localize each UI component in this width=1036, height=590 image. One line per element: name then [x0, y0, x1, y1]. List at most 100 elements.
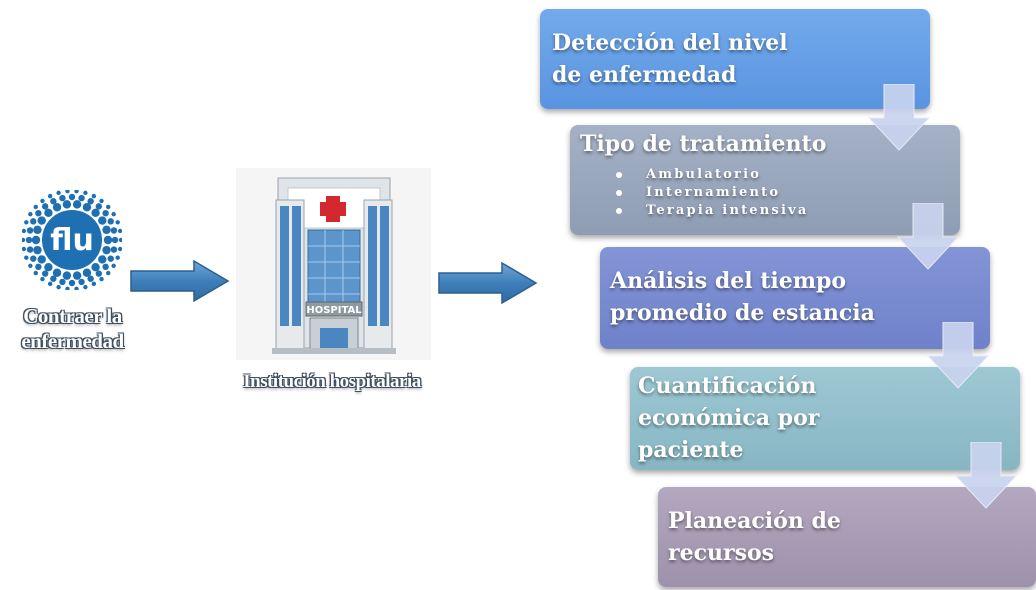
flu-logo-dot [102, 225, 111, 235]
flu-logo-dot [33, 245, 42, 255]
flu-dots [20, 189, 124, 291]
flu-logo-dot [41, 270, 49, 277]
flu-logo-dot [78, 194, 85, 202]
flu-logo-dot [74, 189, 79, 194]
flu-logo-dot [52, 203, 62, 212]
right-arrow-icon [438, 261, 538, 305]
flu-caption: Contraer la enfermedad [5, 304, 140, 354]
list-item: Internamiento [616, 184, 960, 202]
treatment-type-list: Ambulatorio Internamiento Terapia intens… [616, 166, 960, 220]
flu-logo-dot [91, 193, 97, 199]
bullet-text: Ambulatorio [646, 167, 762, 182]
flu-logo-dot [91, 263, 100, 272]
flu-logo-dot [37, 216, 46, 225]
flu-logo-dot [41, 203, 49, 210]
flu-logo-dot [83, 190, 88, 196]
flu-logo-dot [59, 194, 66, 202]
flu-logo-dot [44, 208, 53, 217]
flu-logo-dot [52, 268, 62, 277]
flu-logo-dot [91, 208, 100, 217]
flu-logo-dot [56, 190, 61, 196]
step-1-line-2: de enfermedad [552, 62, 737, 88]
flu-logo-dot [95, 270, 103, 277]
flu-logo-dot [106, 270, 111, 276]
hospital-sign-text: HOSPITAL [306, 305, 362, 316]
flu-logo-dot [56, 284, 61, 290]
flu-logo-dot [26, 227, 34, 234]
flu-logo-dot [35, 263, 42, 271]
flu-logo-dot [117, 246, 123, 252]
step-4-line-1: Cuantificación [638, 373, 817, 399]
flu-logo-dot [50, 275, 57, 282]
hospital-caption: Institución hospitalaria [243, 371, 421, 392]
flu-logo-dot [111, 263, 116, 268]
flu-logo-dot [35, 209, 42, 217]
flu-logo-dot [115, 220, 120, 225]
flu-logo-dot [98, 216, 107, 225]
flu-logo-dot [68, 193, 76, 201]
step-5-line-1: Planeación de [668, 508, 841, 534]
flu-logo-dot [47, 281, 53, 287]
flu-logo-dot [106, 204, 111, 210]
bullet-text: Internamiento [646, 185, 781, 200]
flu-logo-dot [33, 270, 38, 276]
step-disease-level-detection: Detección del nivel de enfermedad [540, 9, 930, 109]
flu-logo-dot [98, 255, 107, 264]
flu-logo-dot [78, 278, 85, 286]
step-5-line-2: recursos [668, 540, 775, 566]
flu-logo-dot [28, 263, 33, 268]
flu-logo-dot [28, 212, 33, 217]
flu-logo-dot [26, 246, 34, 253]
flu-logo-dot [91, 281, 97, 287]
flu-logo-dot [72, 200, 82, 209]
flu-logo-dot [33, 225, 42, 235]
bullet-icon [616, 190, 622, 196]
flu-logo: flu [20, 189, 124, 291]
flu-logo-text: flu [50, 223, 94, 258]
flu-logo-dot [65, 189, 70, 194]
flu-logo-dot [40, 198, 45, 204]
flu-logo-disc [42, 210, 102, 270]
flu-logo-dot [82, 268, 92, 277]
flu-logo-dot [30, 255, 37, 262]
flu-logo-dot [111, 236, 119, 244]
flu-logo-dot [50, 198, 57, 205]
flu-logo-dot [95, 203, 103, 210]
down-arrow-icon [954, 442, 1018, 509]
flu-caption-line-2: enfermedad [21, 329, 124, 353]
right-arrow-icon [130, 259, 230, 303]
flu-logo-dot [65, 286, 70, 291]
flu-logo-dot [24, 220, 29, 225]
step-3-line-2: promedio de estancia [610, 300, 875, 326]
flu-logo-dot [37, 255, 46, 264]
flu-logo-dot [102, 263, 109, 271]
flu-logo-dot [44, 263, 53, 272]
bullet-icon [616, 172, 622, 178]
flu-caption-line-1: Contraer la [23, 304, 122, 328]
flu-logo-dot [110, 246, 118, 253]
down-arrow-icon [867, 84, 931, 151]
step-2-title: Tipo de tratamiento [580, 131, 827, 157]
flu-logo-dot [83, 284, 88, 290]
step-1-line-1: Detección del nivel [552, 30, 788, 56]
flu-logo-dot [82, 203, 92, 212]
step-resource-planning: Planeación de recursos [658, 487, 1036, 587]
flu-logo-graphic: flu [20, 189, 124, 291]
flu-logo-dot [107, 218, 114, 225]
flu-logo-dot [110, 227, 118, 234]
flu-logo-dot [103, 235, 113, 245]
bullet-text: Terapia intensiva [646, 203, 809, 218]
flu-logo-dot [62, 271, 72, 280]
down-arrow-icon [896, 203, 960, 270]
down-arrow-icon [926, 322, 990, 389]
flu-logo-dot [21, 246, 27, 252]
step-stay-time-analysis: Análisis del tiempo promedio de estancia [600, 247, 990, 349]
list-item: Ambulatorio [616, 166, 960, 184]
flu-logo-dot [25, 236, 33, 244]
flu-logo-dot [74, 286, 79, 291]
flu-logo-dot [31, 235, 41, 245]
flu-logo-dot [118, 237, 124, 243]
flu-logo-dot [21, 228, 27, 234]
flu-logo-dot [40, 276, 45, 282]
flu-logo-dot [87, 275, 94, 282]
